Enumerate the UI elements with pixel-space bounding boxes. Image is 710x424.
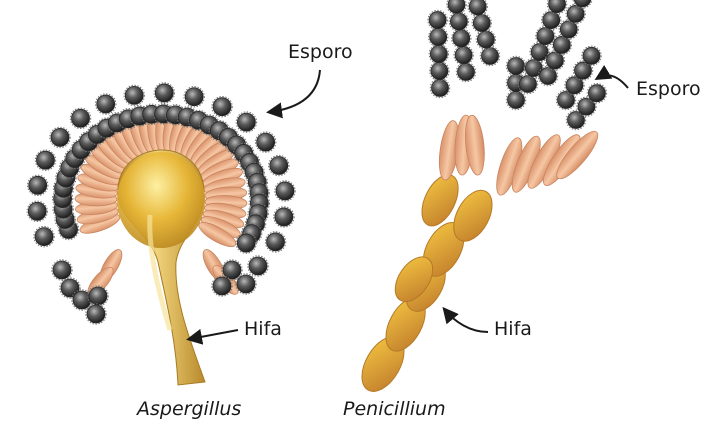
penicillium-hypha-pointer [445, 310, 488, 332]
spore [430, 61, 449, 80]
spore [480, 46, 499, 65]
aspergillus-spore-label: Esporo [288, 41, 353, 63]
aspergillus-spore-pointer [270, 70, 320, 112]
spore [429, 27, 448, 46]
spore [542, 10, 561, 29]
aspergillus-caption: Aspergillus [135, 398, 241, 420]
spore [236, 274, 256, 294]
spore [184, 87, 204, 107]
spore [536, 26, 555, 45]
spore [236, 112, 256, 132]
spore [50, 127, 70, 147]
spore [452, 29, 471, 48]
spore [27, 201, 47, 221]
spore [255, 132, 275, 152]
spore [34, 226, 54, 246]
spore [447, 0, 466, 14]
spore [449, 12, 468, 31]
aspergillus-vesicle [117, 152, 205, 248]
spore [428, 10, 447, 29]
aspergillus-hypha-pointer [190, 330, 238, 339]
spore [429, 44, 448, 63]
spore [28, 175, 48, 195]
spore [86, 304, 106, 324]
spore [212, 96, 232, 116]
spore [35, 150, 55, 170]
spore [70, 108, 90, 128]
spore [430, 78, 449, 97]
penicillium-spore-label: Esporo [636, 78, 701, 100]
spore [274, 207, 294, 227]
spore [96, 94, 116, 114]
spore [52, 260, 72, 280]
spore [154, 83, 174, 103]
penicillium-structure [353, 0, 606, 399]
spore [456, 62, 475, 81]
spore [275, 181, 295, 201]
spore [506, 56, 525, 75]
spore [248, 256, 268, 276]
spore [454, 45, 473, 64]
aspergillus-hypha-label: Hifa [244, 318, 282, 340]
spore [265, 232, 285, 252]
penicillium-hypha-label: Hifa [494, 318, 532, 340]
penicillium-hypha [353, 169, 500, 399]
spore [124, 85, 144, 105]
spore [269, 155, 289, 175]
penicillium-spore-pointer [598, 75, 628, 88]
spore [506, 90, 525, 109]
penicillium-caption: Penicillium [343, 398, 446, 420]
penicillium-spores [428, 0, 607, 130]
